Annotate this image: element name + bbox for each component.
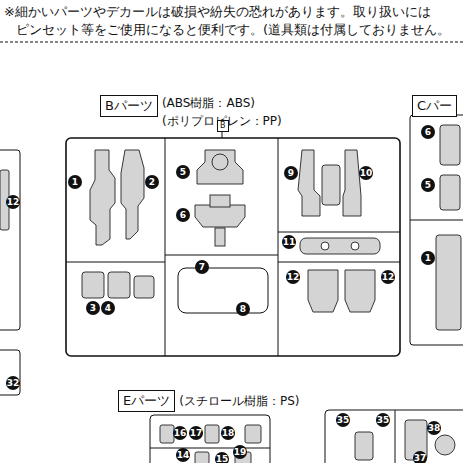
callout-number: 38 <box>427 421 442 435</box>
callout-number: 8 <box>236 302 250 316</box>
callout-number: 11 <box>282 235 297 249</box>
note-text: ※細かいパーツやデカールは破損や紛失の恐れがあります。取り扱いには <box>4 3 431 21</box>
callout-number: 1 <box>421 251 435 265</box>
callout-number: 4 <box>101 301 115 315</box>
runner-tag: B <box>217 120 229 132</box>
callout-number: 15 <box>215 452 230 463</box>
callout-number: 5 <box>176 165 190 179</box>
part-group-header: Bパーツ <box>100 95 158 117</box>
callout-number: 17 <box>189 426 204 440</box>
header-text: Eパーツ <box>123 393 170 408</box>
callout-number: 19 <box>233 445 248 459</box>
callout-number: 9 <box>284 166 298 180</box>
callout-number: 3 <box>86 301 100 315</box>
header-text: Bパーツ <box>105 98 153 113</box>
callout-number: 12 <box>286 270 301 284</box>
callout-number: 18 <box>221 426 236 440</box>
part-group-header: Cパー <box>412 95 457 117</box>
material-text: (スチロール樹脂：PS) <box>179 393 299 410</box>
part-group-header: Eパーツ <box>118 390 175 412</box>
callout-number: 35 <box>376 413 391 427</box>
callout-number: 12 <box>6 195 21 209</box>
callout-number: 12 <box>381 270 396 284</box>
callout-number: 37 <box>413 451 428 463</box>
callout-number: 1 <box>68 175 82 189</box>
callout-number: 35 <box>336 413 351 427</box>
callout-number: 5 <box>421 178 435 192</box>
header-text: Cパー <box>417 98 452 113</box>
callout-number: 16 <box>173 426 188 440</box>
note-text: ピンセット等をご使用になると便利です。(道具類は付属しておりません。 <box>16 21 450 39</box>
callout-number: 14 <box>176 448 191 462</box>
callout-number: 10 <box>359 166 374 180</box>
callout-number: 2 <box>145 175 159 189</box>
callout-number: 32 <box>6 376 21 390</box>
material-text: (ABS樹脂：ABS) <box>162 95 255 112</box>
callout-number: 7 <box>195 260 209 274</box>
callout-number: 6 <box>421 125 435 139</box>
callout-number: 6 <box>176 208 190 222</box>
